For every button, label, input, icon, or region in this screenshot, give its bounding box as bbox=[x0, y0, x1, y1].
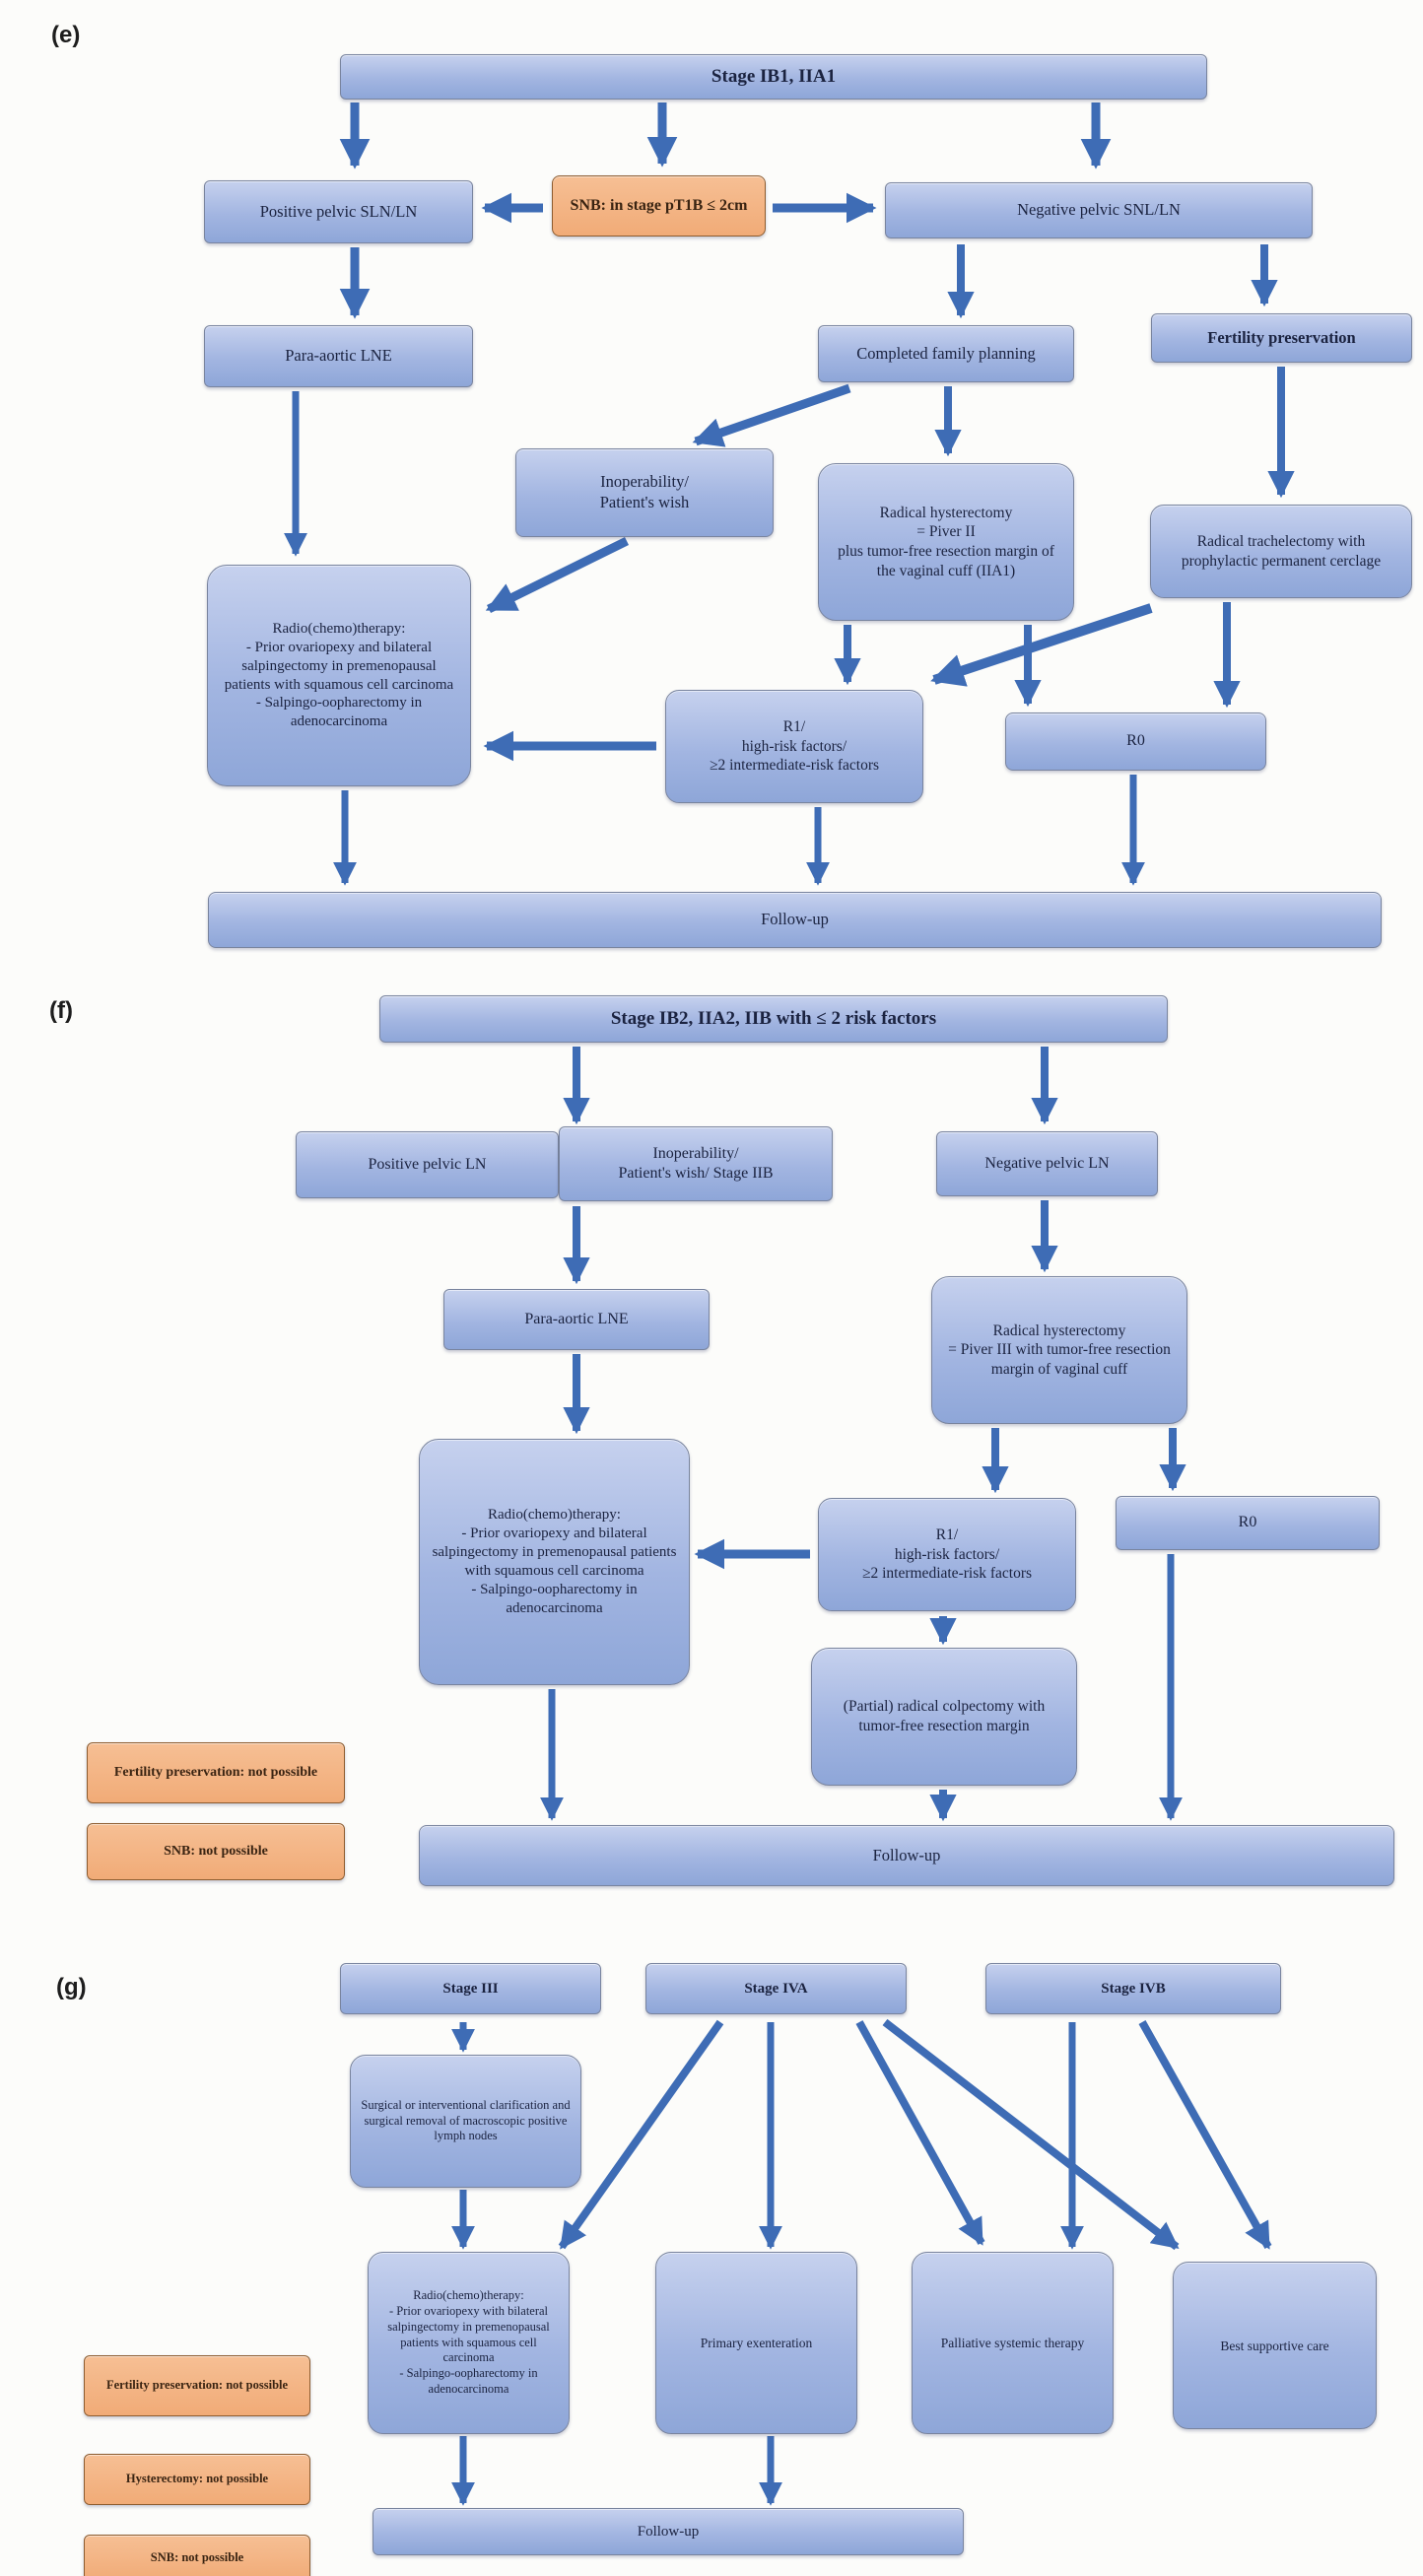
panel-e-completed-family-planning-box: Completed family planning bbox=[818, 325, 1074, 382]
panel-e-followup-bar: Follow-up bbox=[208, 892, 1382, 948]
panel-f-r0-box: R0 bbox=[1116, 1496, 1380, 1550]
panel-f-radiochemotherapy-box: Radio(chemo)therapy: - Prior ovariopexy … bbox=[419, 1439, 690, 1685]
panel-e-negative-pelvic-snl-ln-box: Negative pelvic SNL/LN bbox=[885, 182, 1313, 238]
panel-e-snb-stage-pt1b-box: SNB: in stage pT1B ≤ 2cm bbox=[552, 175, 766, 237]
panel-g-flow-arrow-7 bbox=[1138, 2020, 1272, 2250]
panel-e-radiochemotherapy-box: Radio(chemo)therapy: - Prior ovariopexy … bbox=[207, 565, 471, 786]
panel-f-partial-radical-colpectomy-box: (Partial) radical colpectomy with tumor-… bbox=[811, 1648, 1077, 1786]
panel-g-hysterectomy-not-possible-note: Hysterectomy: not possible bbox=[84, 2454, 310, 2505]
panel-g-followup-bar: Follow-up bbox=[373, 2508, 964, 2555]
panel-f-para-aortic-lne-box: Para-aortic LNE bbox=[443, 1289, 710, 1350]
panel-g-stage-ivb-box: Stage IVB bbox=[985, 1963, 1281, 2014]
panel-f-fertility-not-possible-note: Fertility preservation: not possible bbox=[87, 1742, 345, 1803]
panel-e-r1-high-risk-box: R1/ high-risk factors/ ≥2 intermediate-r… bbox=[665, 690, 923, 803]
panel-e-inoperability-patients-wish-box: Inoperability/ Patient's wish bbox=[515, 448, 774, 537]
panel-f-radical-hysterectomy-piver3-box: Radical hysterectomy = Piver III with tu… bbox=[931, 1276, 1187, 1424]
panel-e-flow-arrow-11 bbox=[485, 536, 629, 614]
panel-e-label: (e) bbox=[51, 22, 81, 48]
panel-e-positive-pelvic-sln-ln-box: Positive pelvic SLN/LN bbox=[204, 180, 473, 243]
panel-e-radical-hysterectomy-piver2-box: Radical hysterectomy = Piver II plus tum… bbox=[818, 463, 1074, 621]
panel-g-best-supportive-care-box: Best supportive care bbox=[1173, 2262, 1377, 2429]
panel-f-followup-bar: Follow-up bbox=[419, 1825, 1394, 1886]
panel-g-snb-not-possible-note: SNB: not possible bbox=[84, 2535, 310, 2576]
panel-f-inoperability-stage-iib-box: Inoperability/ Patient's wish/ Stage IIB bbox=[559, 1126, 833, 1201]
panel-f-snb-not-possible-note: SNB: not possible bbox=[87, 1823, 345, 1880]
panel-g-primary-exenteration-box: Primary exenteration bbox=[655, 2252, 857, 2434]
panel-g-radiochemotherapy-box: Radio(chemo)therapy: - Prior ovariopexy … bbox=[368, 2252, 570, 2434]
panel-f-negative-pelvic-ln-box: Negative pelvic LN bbox=[936, 1131, 1158, 1196]
panel-e-r0-box: R0 bbox=[1005, 712, 1266, 771]
panel-g-palliative-systemic-therapy-box: Palliative systemic therapy bbox=[912, 2252, 1114, 2434]
panel-f-label: (f) bbox=[49, 997, 73, 1024]
panel-g-stage-iii-box: Stage III bbox=[340, 1963, 601, 2014]
panel-e-stage-ib1-iia1-box: Stage IB1, IIA1 bbox=[340, 54, 1207, 100]
panel-g-fertility-not-possible-note: Fertility preservation: not possible bbox=[84, 2355, 310, 2416]
panel-f-positive-pelvic-ln-box: Positive pelvic LN bbox=[296, 1131, 559, 1198]
panel-g-flow-arrow-2 bbox=[558, 2019, 724, 2250]
panel-g-stage-iva-box: Stage IVA bbox=[645, 1963, 907, 2014]
panel-g-surgical-clarification-box: Surgical or interventional clarification… bbox=[350, 2055, 581, 2188]
panel-e-flow-arrow-8 bbox=[692, 383, 851, 447]
panel-e-radical-trachelectomy-box: Radical trachelectomy with prophylactic … bbox=[1150, 505, 1412, 598]
panel-f-stage-ib2-iia2-iib-box: Stage IB2, IIA2, IIB with ≤ 2 risk facto… bbox=[379, 995, 1168, 1043]
panel-g-flow-arrow-5 bbox=[882, 2018, 1180, 2251]
panel-g-label: (g) bbox=[56, 1974, 87, 2000]
panel-e-fertility-preservation-box: Fertility preservation bbox=[1151, 313, 1412, 363]
panel-e-para-aortic-lne-box: Para-aortic LNE bbox=[204, 325, 473, 387]
panel-g-flow-arrow-4 bbox=[855, 2020, 985, 2246]
panel-f-r1-high-risk-box: R1/ high-risk factors/ ≥2 intermediate-r… bbox=[818, 1498, 1076, 1611]
